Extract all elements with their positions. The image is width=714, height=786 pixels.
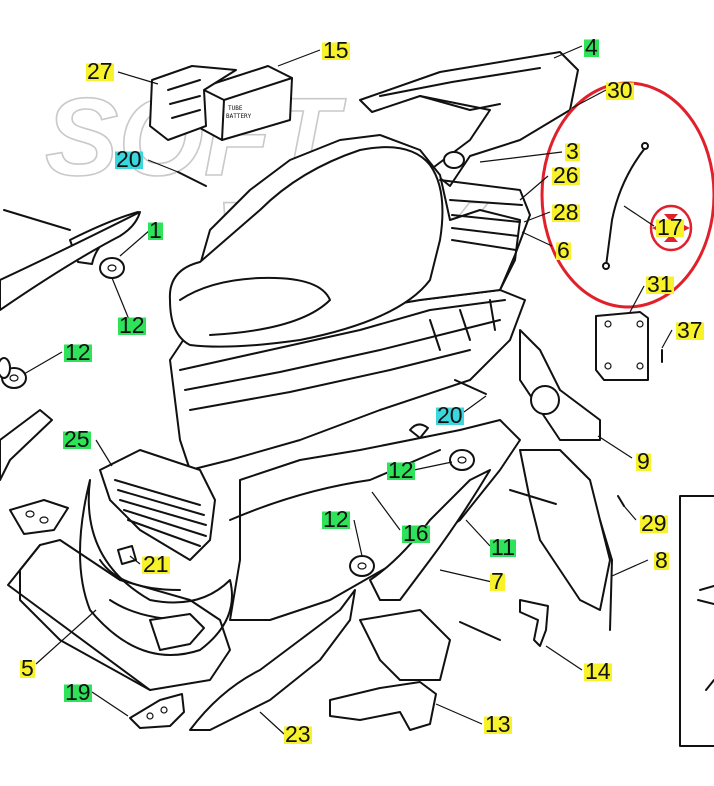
callout-12-a: 12 xyxy=(118,312,146,338)
bracket-14-part xyxy=(519,599,549,647)
left-plate-part xyxy=(9,499,69,535)
bolt-20-lower xyxy=(454,379,487,395)
bolt-14 xyxy=(459,621,501,641)
cable-part xyxy=(605,147,646,267)
lower-body-part xyxy=(19,539,231,691)
callout-7: 7 xyxy=(490,568,505,594)
callout-19: 19 xyxy=(64,679,92,705)
leader-lines xyxy=(23,45,673,735)
callout-23: 23 xyxy=(284,721,312,747)
highlight-circle xyxy=(540,81,714,309)
callout-28: 28 xyxy=(552,199,580,225)
callout-16: 16 xyxy=(402,520,430,546)
left-panel-part xyxy=(0,409,53,481)
callout-25: 25 xyxy=(63,426,91,452)
left-bolt xyxy=(3,209,71,231)
callout-11: 11 xyxy=(490,534,516,560)
mudguard-part xyxy=(519,449,611,611)
callout-26: 26 xyxy=(552,162,580,188)
callout-14: 14 xyxy=(584,658,612,684)
detail-box xyxy=(679,495,714,747)
battery-tray-part xyxy=(149,65,237,141)
callout-27: 27 xyxy=(86,58,114,84)
callout-9: 9 xyxy=(636,448,651,474)
callout-17: 17 xyxy=(656,214,684,240)
rear-fender-part xyxy=(519,329,601,441)
callout-30: 30 xyxy=(606,77,634,103)
clip-21 xyxy=(117,545,137,565)
bolt-rear xyxy=(509,489,557,505)
washer-12d xyxy=(349,555,375,577)
callout-15: 15 xyxy=(322,37,350,63)
bracket-13-part xyxy=(329,681,437,731)
callout-1: 1 xyxy=(148,217,163,243)
small-highlight-circle xyxy=(649,204,693,252)
bolt-20-top xyxy=(177,171,207,187)
side-bracket-part xyxy=(0,211,141,311)
battery-text-1: TUBE xyxy=(228,105,243,112)
callout-20-lower: 20 xyxy=(436,402,464,428)
callout-13: 13 xyxy=(484,711,512,737)
battery-text-2: BATTERY xyxy=(226,113,252,120)
callout-3: 3 xyxy=(565,138,580,164)
callout-37: 37 xyxy=(676,317,704,343)
callout-12-b: 12 xyxy=(64,339,92,365)
callout-5: 5 xyxy=(20,655,35,681)
lower-trim-part xyxy=(189,589,356,731)
callout-20-top: 20 xyxy=(115,146,143,172)
callout-31: 31 xyxy=(646,271,674,297)
callout-12-c: 12 xyxy=(387,457,415,483)
callout-29: 29 xyxy=(640,510,668,536)
bracket-7-part xyxy=(359,609,451,681)
bracket-part xyxy=(369,469,491,601)
callout-12-d: 12 xyxy=(322,506,350,532)
seat-part xyxy=(168,146,444,348)
plate-part xyxy=(595,311,649,381)
washer-12c xyxy=(449,449,475,471)
side-panel-part xyxy=(229,419,521,621)
callout-6: 6 xyxy=(556,237,571,263)
plate-19-part xyxy=(129,693,185,729)
screw-29 xyxy=(617,495,625,507)
washer-12a xyxy=(99,257,125,279)
grille-part xyxy=(99,449,216,561)
callout-4: 4 xyxy=(584,34,599,60)
callout-21: 21 xyxy=(142,551,170,577)
callout-8: 8 xyxy=(654,547,669,573)
